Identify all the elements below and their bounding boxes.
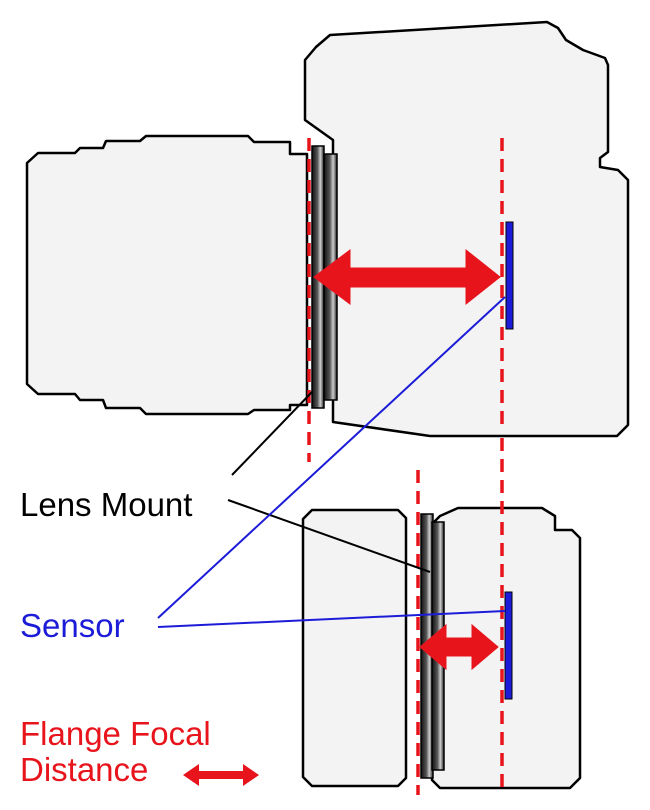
legend-label-line1: Flange Focal: [20, 715, 211, 752]
dslr-lens-barrel: [25, 134, 309, 416]
legend-label-line2: Distance: [20, 751, 148, 788]
mirrorless-sensor: [504, 591, 513, 700]
sensor-callout-line-top: [157, 296, 506, 619]
mirrorless-lens: [301, 508, 408, 788]
dslr-body: [303, 20, 630, 438]
mirrorless-flange-distance-arrow: [419, 623, 499, 671]
sensor-label: Sensor: [20, 607, 125, 644]
sensor-callout-line-bottom: [157, 610, 506, 628]
lens-mount-callout-line-top: [231, 391, 313, 476]
lens-mount-label: Lens Mount: [20, 486, 192, 523]
dslr-flange-distance-arrow: [313, 248, 501, 306]
lens-mount-callout-line-bottom: [227, 499, 431, 573]
mirrorless-camera: [301, 438, 582, 795]
legend-arrow-icon: [183, 764, 259, 786]
dslr-camera: [25, 20, 630, 462]
dslr-sensor: [505, 221, 514, 330]
